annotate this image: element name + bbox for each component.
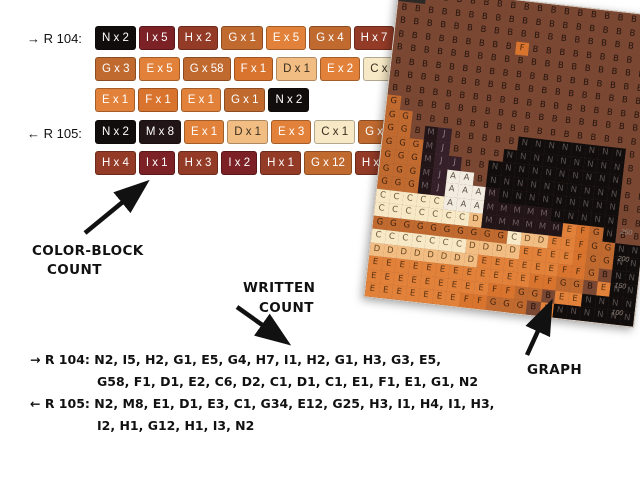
color-block-i5: I x 5: [138, 26, 175, 50]
color-block-f1: F x 1: [138, 88, 178, 112]
color-block-g58: G x 58: [182, 57, 231, 81]
color-block-d1: D x 1: [276, 57, 317, 81]
written-count-r105-line1: ← R 105: N2, M8, E1, D1, E3, C1, G34, E1…: [30, 396, 495, 411]
color-block-f1: F x 1: [233, 57, 274, 81]
color-block-n2: N x 2: [95, 26, 136, 50]
color-block-m8: M x 8: [138, 120, 181, 144]
color-block-i1: I x 1: [138, 151, 175, 175]
axis-tick: 100: [610, 309, 624, 318]
color-block-c1: C x 1: [314, 120, 356, 144]
color-block-h4: H x 4: [95, 151, 136, 175]
r105-row-label: ← R 105:: [27, 126, 82, 141]
r104-row-label: → R 104:: [27, 31, 82, 46]
color-block-e1: E x 1: [180, 88, 221, 112]
color-block-e2: E x 2: [320, 57, 361, 81]
color-block-g4: G x 4: [309, 26, 351, 50]
color-block-n2: N x 2: [95, 120, 136, 144]
color-block-d1: D x 1: [227, 120, 269, 144]
color-block-h1: H x 1: [260, 151, 301, 175]
graph-label: GRAPH: [527, 362, 583, 378]
color-block-e3: E x 3: [271, 120, 312, 144]
written-count-label-line1: WRITTEN: [243, 280, 316, 296]
heatmap-grid: KKBBBBBBBBBBBBBBBBBBBBBBBBBBBBBBBBBBBBBB…: [364, 0, 640, 327]
written-count-label-line2: COUNT: [259, 300, 314, 316]
color-block-g1: G x 1: [224, 88, 266, 112]
r104-color-blocks: N x 2I x 5H x 2G x 1E x 5G x 4H x 7I x 1…: [95, 26, 436, 119]
written-count-r104-line1: → R 104: N2, I5, H2, G1, E5, G4, H7, I1,…: [30, 352, 441, 367]
color-block-e5: E x 5: [265, 26, 307, 50]
color-block-e1: E x 1: [95, 88, 136, 112]
color-block-g1: G x 1: [221, 26, 263, 50]
written-count-r104-line2: G58, F1, D1, E2, C6, D2, C1, D1, C1, E1,…: [97, 374, 479, 389]
arrow-color-block-count: [83, 179, 150, 235]
written-count-r105-line2: I2, H1, G12, H1, I3, N2: [97, 418, 255, 433]
color-block-count-label-line2: COUNT: [47, 262, 102, 278]
color-block-h7: H x 7: [353, 26, 395, 50]
axis-tick: 200: [617, 255, 630, 264]
color-block-g3: G x 3: [95, 57, 137, 81]
axis-tick: 150: [614, 282, 627, 291]
axis-tick: 250: [620, 228, 633, 237]
color-block-row: N x 2M x 8E x 1D x 1E x 3C x 1G x 34: [95, 120, 409, 144]
color-block-g12: G x 12: [304, 151, 352, 175]
color-block-e1: E x 1: [183, 120, 225, 144]
r105-color-blocks: N x 2M x 8E x 1D x 1E x 3C x 1G x 34 H x …: [95, 120, 409, 182]
color-block-h2: H x 2: [177, 26, 219, 50]
color-block-i2: I x 2: [221, 151, 258, 175]
color-block-e5: E x 5: [139, 57, 180, 81]
heatmap-graph: KKBBBBBBBBBBBBBBBBBBBBBBBBBBBBBBBBBBBBBB…: [363, 0, 640, 328]
color-block-count-label-line1: COLOR-BLOCK: [32, 243, 144, 259]
color-block-n2: N x 2: [268, 88, 310, 112]
color-block-h3: H x 3: [177, 151, 219, 175]
color-block-row: N x 2I x 5H x 2G x 1E x 5G x 4H x 7I x 1: [95, 26, 436, 50]
